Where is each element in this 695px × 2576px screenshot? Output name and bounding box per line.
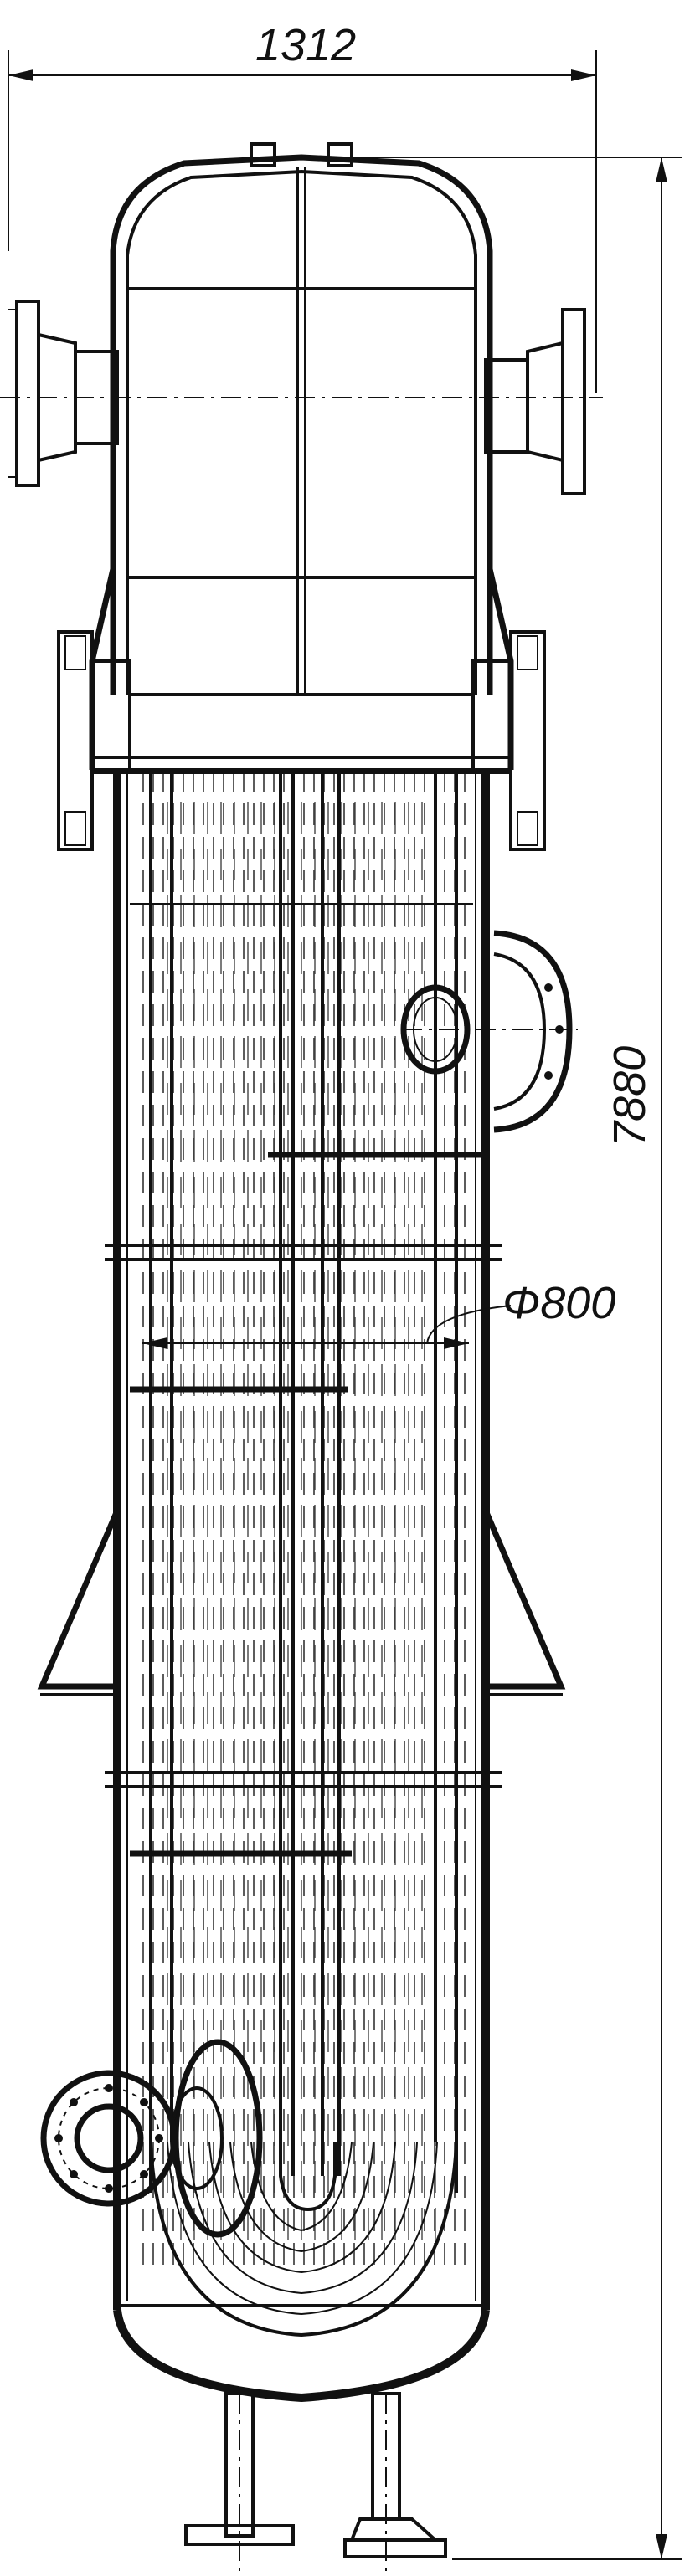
u-bend-2 <box>167 2142 438 2316</box>
height-label: 7880 <box>605 1046 655 1147</box>
height-dimension: 7880 <box>352 157 682 2560</box>
outlet-bolt-1 <box>105 2084 113 2092</box>
support-lugs <box>37 1509 566 1696</box>
channel-cone-left <box>89 568 116 770</box>
bottom-nozzle-right-flange <box>349 2517 440 2542</box>
diameter-arrow-right <box>444 1337 469 1349</box>
diameter-dimension: Φ800 <box>142 1278 615 1349</box>
right-nut-top <box>517 635 538 670</box>
bottom-head <box>113 2304 490 2573</box>
width-dimension: 1312 <box>8 20 597 393</box>
tube-bundle-rear <box>167 787 444 2251</box>
left-nozzle-neck <box>37 332 77 463</box>
gasket <box>90 756 512 774</box>
shell <box>105 770 502 2310</box>
body-flange <box>57 630 546 851</box>
shell-outlet-nozzle <box>40 2039 263 2238</box>
channel-cone-right <box>486 568 514 770</box>
shell-inlet-nozzle <box>400 930 578 1133</box>
shell-inlet-bolt-3 <box>544 1071 553 1080</box>
right-flange-bolts <box>509 630 546 851</box>
outlet-flange <box>40 2070 178 2207</box>
left-flange-bolts <box>57 630 94 851</box>
shell-inlet-bolt-2 <box>555 1025 564 1034</box>
u-tube-bend <box>149 2142 458 2337</box>
shell-inlet-flange-inner <box>493 952 547 1111</box>
u-bend-3 <box>188 2142 418 2295</box>
u-bend-5 <box>229 2142 374 2253</box>
outlet-bolt-5 <box>105 2184 113 2193</box>
right-support-lug <box>482 1509 566 1690</box>
right-nozzle-pad <box>484 358 529 454</box>
u-bend-inner <box>279 2142 337 2212</box>
u-bend-6 <box>250 2142 353 2232</box>
tubesheet <box>128 693 475 772</box>
outlet-bolt-3 <box>155 2134 163 2142</box>
bottom-head-outer <box>113 2309 490 2403</box>
u-bend-4 <box>208 2142 396 2274</box>
left-nozzle-flange <box>15 300 40 487</box>
arrow-right <box>571 69 596 81</box>
left-nut-top <box>64 635 86 670</box>
right-nozzle-neck <box>526 341 564 463</box>
channel-inner-wall <box>126 169 477 695</box>
width-label: 1312 <box>255 20 356 70</box>
left-nut-bottom <box>64 811 86 846</box>
diameter-label: Φ800 <box>502 1278 615 1328</box>
outlet-bolt-2 <box>140 2098 148 2106</box>
bottom-nozzle-right-base <box>343 2538 447 2558</box>
shell-inlet-bolt-1 <box>544 983 553 992</box>
outlet-bolt-7 <box>54 2134 63 2142</box>
top-vent-nozzle-2 <box>327 142 353 167</box>
diameter-arrow-left <box>142 1337 167 1349</box>
left-support-lug <box>37 1509 121 1690</box>
left-nozzle-pad <box>74 350 119 445</box>
right-nut-bottom <box>517 811 538 846</box>
arrow-top <box>656 157 667 182</box>
arrow-bottom <box>656 2534 667 2559</box>
diameter-leader <box>426 1305 512 1344</box>
u-bend-outer <box>149 2142 458 2337</box>
top-vent-nozzle-1 <box>250 142 276 167</box>
right-nozzle-flange <box>561 308 586 495</box>
outlet-flange-bore <box>74 2103 144 2173</box>
outlet-bolt-4 <box>140 2170 148 2178</box>
outlet-bolt-6 <box>70 2170 78 2178</box>
arrow-left <box>8 69 33 81</box>
outlet-bolt-8 <box>70 2098 78 2106</box>
channel-outer-wall <box>110 154 493 695</box>
shell-inlet-flange <box>493 930 573 1133</box>
